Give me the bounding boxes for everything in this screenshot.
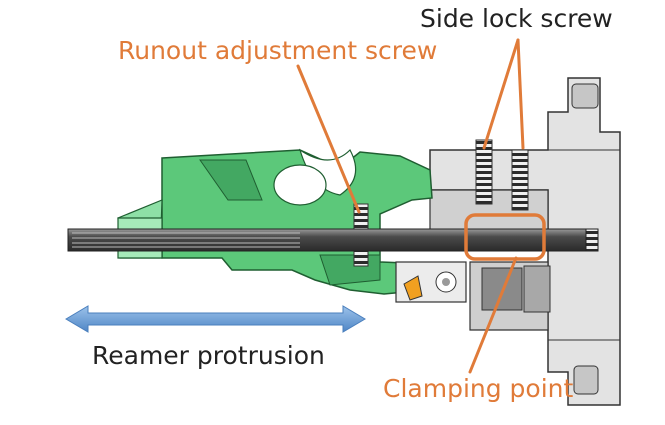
side-lock-screw-right	[511, 149, 529, 211]
reamer-tool	[67, 228, 599, 252]
clamp-insert	[395, 261, 467, 303]
reamer-protrusion-label: Reamer protrusion	[92, 341, 325, 370]
reamer-protrusion-arrow	[65, 305, 366, 333]
runout-leader	[296, 64, 361, 214]
clamping-point-highlight	[464, 213, 546, 261]
side-lock-leader-left	[482, 38, 520, 150]
leader-lines	[296, 38, 525, 374]
runout-adjustment-screw-label: Runout adjustment screw	[118, 36, 438, 65]
clamping-point-label: Clamping point	[383, 374, 574, 403]
side-lock-leader-right	[516, 38, 525, 150]
green-holder	[117, 148, 433, 295]
clamping-leader	[468, 256, 518, 374]
side-lock-screw-label: Side lock screw	[420, 4, 613, 33]
side-lock-screw-left	[475, 139, 493, 205]
